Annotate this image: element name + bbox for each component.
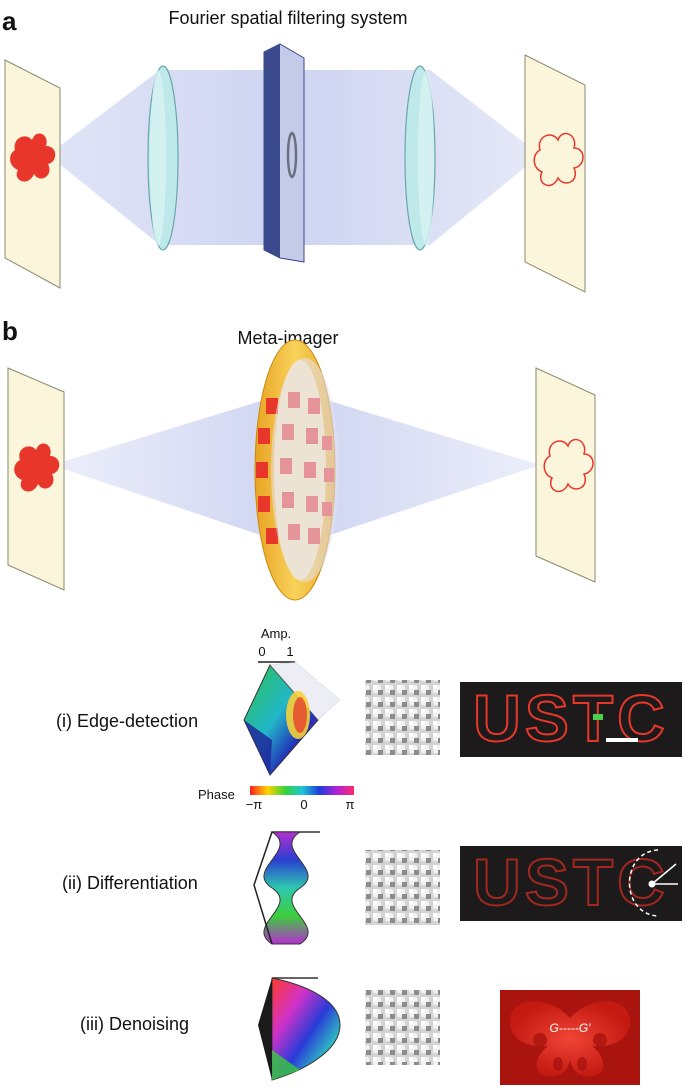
- panel-a-letter: a: [2, 6, 17, 36]
- result-text-edge-detection: USTC: [473, 681, 669, 755]
- result-differentiation: USTC: [460, 844, 682, 921]
- object-shape-b: [14, 443, 60, 492]
- phase-colorbar: [250, 786, 354, 795]
- scale-bar: [606, 738, 638, 742]
- amp-axis-label: Amp.: [261, 626, 291, 641]
- result-text-differentiation: USTC: [473, 845, 669, 919]
- metasurface-sem-edge-detection: [365, 680, 440, 755]
- amp-axis-min: 0: [258, 644, 265, 659]
- row-label-denoising: (iii) Denoising: [80, 1014, 189, 1034]
- panel-b-title: Meta-imager: [237, 328, 338, 348]
- line-cut-annotation: G-----G′: [550, 1021, 592, 1035]
- object-shape-a: [10, 133, 56, 182]
- phase-surface-differentiation: [253, 831, 320, 945]
- phase-bar-max: π: [346, 797, 355, 812]
- amp-axis-max: 1: [286, 644, 293, 659]
- phase-bar-label: Phase: [198, 787, 235, 802]
- result-edge-detection: USTC: [460, 680, 682, 757]
- phase-bar-mid: 0: [300, 797, 307, 812]
- output-screen-a: [524, 54, 586, 293]
- result-denoising: G-----G′: [500, 990, 640, 1085]
- output-screen-b: [535, 367, 596, 583]
- panel-b-letter: b: [2, 316, 18, 346]
- denoised-object: [510, 1001, 630, 1077]
- metasurface-sem-differentiation: [365, 850, 440, 925]
- phase-bar-min: −π: [246, 797, 263, 812]
- edge-image-b: [543, 438, 594, 493]
- phase-surface-edge-detection: [243, 661, 341, 776]
- row-label-differentiation: (ii) Differentiation: [62, 873, 198, 893]
- filter-aperture: [286, 131, 298, 179]
- phase-surface-denoising: [258, 977, 341, 1081]
- row-label-edge-detection: (i) Edge-detection: [56, 711, 198, 731]
- metasurface-sem-denoising: [365, 990, 440, 1065]
- panel-a-title: Fourier spatial filtering system: [168, 8, 407, 28]
- edge-image-a: [533, 132, 584, 187]
